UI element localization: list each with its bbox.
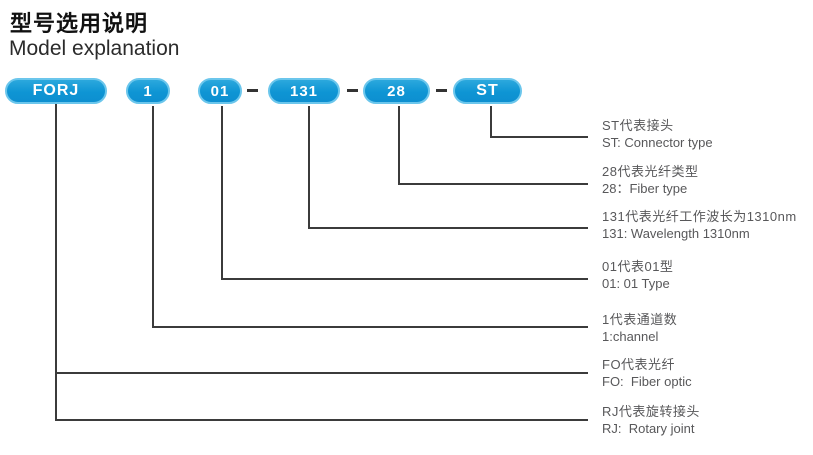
page-title-english: Model explanation (9, 37, 180, 60)
annotation-zh: 01代表01型 (602, 259, 674, 274)
page-title-chinese: 型号选用说明 (10, 11, 149, 36)
annotation-en: 1:channel (602, 329, 659, 344)
dash-separator (247, 89, 258, 92)
connector-vertical-channel (152, 106, 154, 327)
connector-vertical-wavelength (308, 106, 310, 228)
connector-vertical-forj (55, 104, 57, 420)
connector-horizontal-wavelength (308, 227, 588, 229)
model-segment-type: 01 (198, 78, 242, 104)
annotation-connector-type: ST代表接头 ST: Connector type (602, 117, 713, 151)
annotation-en: ST: Connector type (602, 135, 713, 150)
annotation-zh: FO代表光纤 (602, 357, 676, 372)
annotation-en: 28：Fiber type (602, 181, 688, 196)
annotation-fiber-type: 28代表光纤类型 28：Fiber type (602, 163, 698, 197)
annotation-zh: 28代表光纤类型 (602, 164, 699, 179)
annotation-zh: 131代表光纤工作波长为1310nm (602, 209, 797, 224)
annotation-channel: 1代表通道数 1:channel (602, 311, 677, 345)
annotation-en: 131: Wavelength 1310nm (602, 226, 750, 241)
connector-horizontal-channel (152, 326, 588, 328)
model-segment-wavelength: 131 (268, 78, 340, 104)
model-segment-connector: ST (453, 78, 522, 104)
connector-horizontal-connector (490, 136, 588, 138)
model-segment-channel: 1 (126, 78, 170, 104)
annotation-rotary-joint: RJ代表旋转接头 RJ: Rotary joint (602, 403, 700, 437)
connector-vertical-connector (490, 106, 492, 137)
connector-horizontal-fiber-type (398, 183, 588, 185)
annotation-en: RJ: Rotary joint (602, 421, 695, 436)
annotation-en: FO: Fiber optic (602, 374, 692, 389)
annotation-en: 01: 01 Type (602, 276, 670, 291)
dash-separator (436, 89, 447, 92)
model-segment-forj: FORJ (5, 78, 107, 104)
model-segment-fiber-type: 28 (363, 78, 430, 104)
connector-vertical-type (221, 106, 223, 279)
annotation-zh: RJ代表旋转接头 (602, 404, 700, 419)
annotation-wavelength: 131代表光纤工作波长为1310nm 131: Wavelength 1310n… (602, 208, 797, 242)
annotation-fiber-optic: FO代表光纤 FO: Fiber optic (602, 356, 692, 390)
annotation-zh: ST代表接头 (602, 118, 674, 133)
connector-horizontal-rotary-joint (55, 419, 588, 421)
annotation-zh: 1代表通道数 (602, 312, 678, 327)
connector-horizontal-fiber-optic (55, 372, 588, 374)
connector-horizontal-type (221, 278, 588, 280)
annotation-type: 01代表01型 01: 01 Type (602, 258, 673, 292)
connector-vertical-fiber-type (398, 106, 400, 184)
dash-separator (347, 89, 358, 92)
